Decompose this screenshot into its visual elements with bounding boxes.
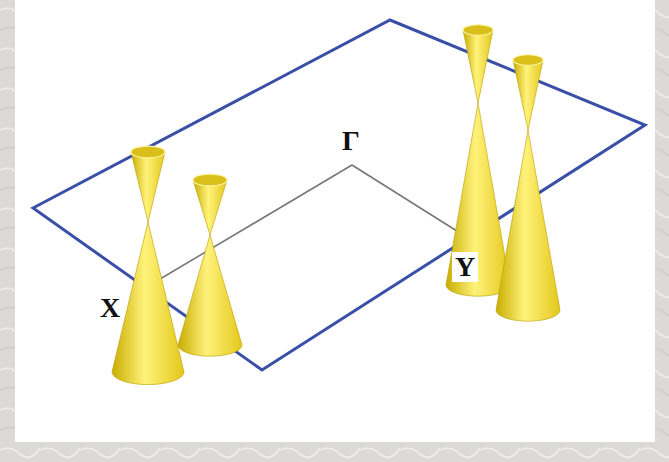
point-label: X [97, 293, 123, 323]
dirac-cone [496, 55, 560, 321]
white-panel [15, 0, 655, 442]
cone-opening [513, 55, 543, 66]
point-label: Y [452, 252, 478, 282]
upper-cone [463, 30, 493, 103]
cone-opening [193, 174, 227, 186]
dirac-cone [112, 146, 184, 385]
upper-cone [513, 60, 543, 130]
point-label: Γ [339, 126, 363, 156]
lower-cone [496, 130, 560, 321]
symmetry-line [150, 165, 352, 285]
upper-cone [193, 180, 227, 235]
upper-cone [131, 152, 165, 222]
cone-opening [131, 146, 165, 158]
dirac-cone [178, 174, 242, 356]
cone-opening [463, 25, 493, 36]
lower-cone [446, 103, 510, 296]
symmetry-line [352, 165, 468, 238]
dirac-cone [446, 25, 510, 296]
lower-cone [178, 235, 242, 356]
